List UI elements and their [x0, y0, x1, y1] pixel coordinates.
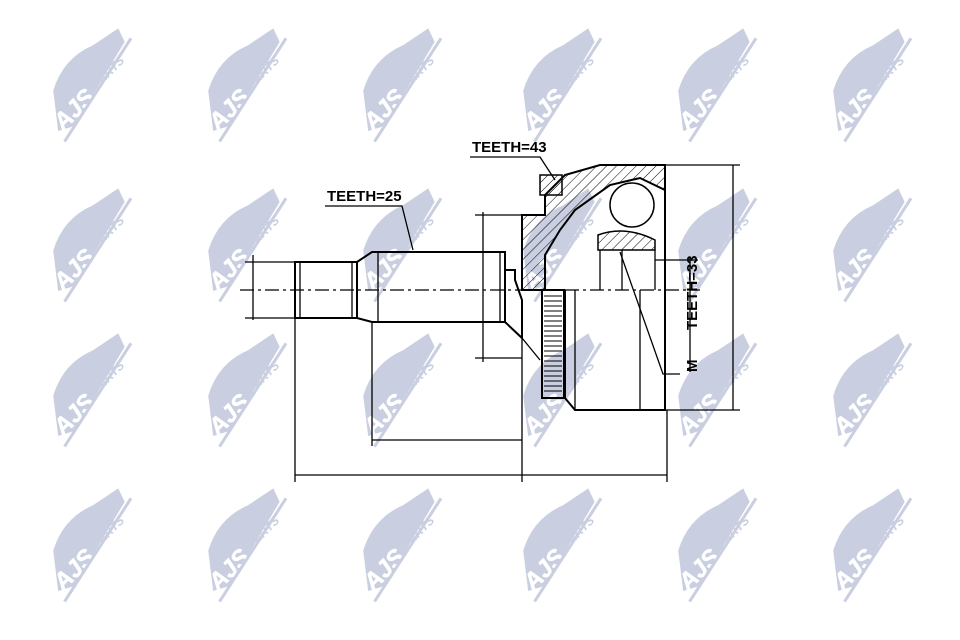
ajs-parts-watermark: AJS PARTS: [202, 188, 288, 303]
ajs-parts-watermark: AJS PARTS: [47, 188, 133, 303]
thread-marker-label: M: [684, 360, 701, 373]
abs-ring-section: [539, 174, 563, 196]
ajs-parts-watermark: AJS PARTS: [517, 488, 603, 603]
ajs-parts-watermark: AJS PARTS: [202, 28, 288, 143]
ajs-parts-watermark: AJS PARTS: [47, 333, 133, 448]
splined-shaft: [356, 251, 506, 323]
ajs-parts-watermark: AJS PARTS: [827, 488, 913, 603]
ajs-parts-watermark: AJS PARTS: [672, 188, 758, 303]
ajs-parts-watermark: AJS PARTS: [827, 28, 913, 143]
dimensions: [245, 164, 740, 482]
watermark-layer: AJS PARTS AJS PARTS AJS PARTS AJS PARTS …: [47, 28, 913, 603]
ball: [609, 182, 655, 228]
ajs-parts-watermark: AJS PARTS: [827, 333, 913, 448]
shaft-neck: [504, 269, 523, 341]
teeth-25-label: TEETH=25: [327, 188, 402, 205]
ajs-parts-watermark: AJS PARTS: [357, 488, 443, 603]
ajs-parts-watermark: AJS PARTS: [202, 333, 288, 448]
ajs-parts-watermark: AJS PARTS: [672, 28, 758, 143]
ajs-parts-watermark: AJS PARTS: [47, 28, 133, 143]
annotations: TEETH=25 TEETH=43 TEETH=33 M: [325, 139, 701, 375]
ajs-parts-watermark: AJS PARTS: [357, 333, 443, 448]
ajs-parts-watermark: AJS PARTS: [517, 333, 603, 448]
ajs-parts-watermark: AJS PARTS: [202, 488, 288, 603]
abs-ring: [541, 289, 565, 399]
ajs-parts-watermark: AJS PARTS: [672, 333, 758, 448]
ajs-parts-watermark: AJS PARTS: [827, 188, 913, 303]
abs-ring-teeth: [544, 295, 562, 392]
shaft: [240, 251, 700, 341]
inner-race: [597, 230, 656, 251]
threaded-stub: [294, 261, 358, 319]
ajs-parts-watermark: AJS PARTS: [47, 488, 133, 603]
ajs-parts-watermark: AJS PARTS: [517, 28, 603, 143]
ajs-parts-watermark: AJS PARTS: [672, 488, 758, 603]
ajs-parts-watermark: AJS PARTS: [357, 28, 443, 143]
teeth-33-label: TEETH=33: [684, 255, 701, 330]
teeth-43-label: TEETH=43: [472, 139, 547, 156]
